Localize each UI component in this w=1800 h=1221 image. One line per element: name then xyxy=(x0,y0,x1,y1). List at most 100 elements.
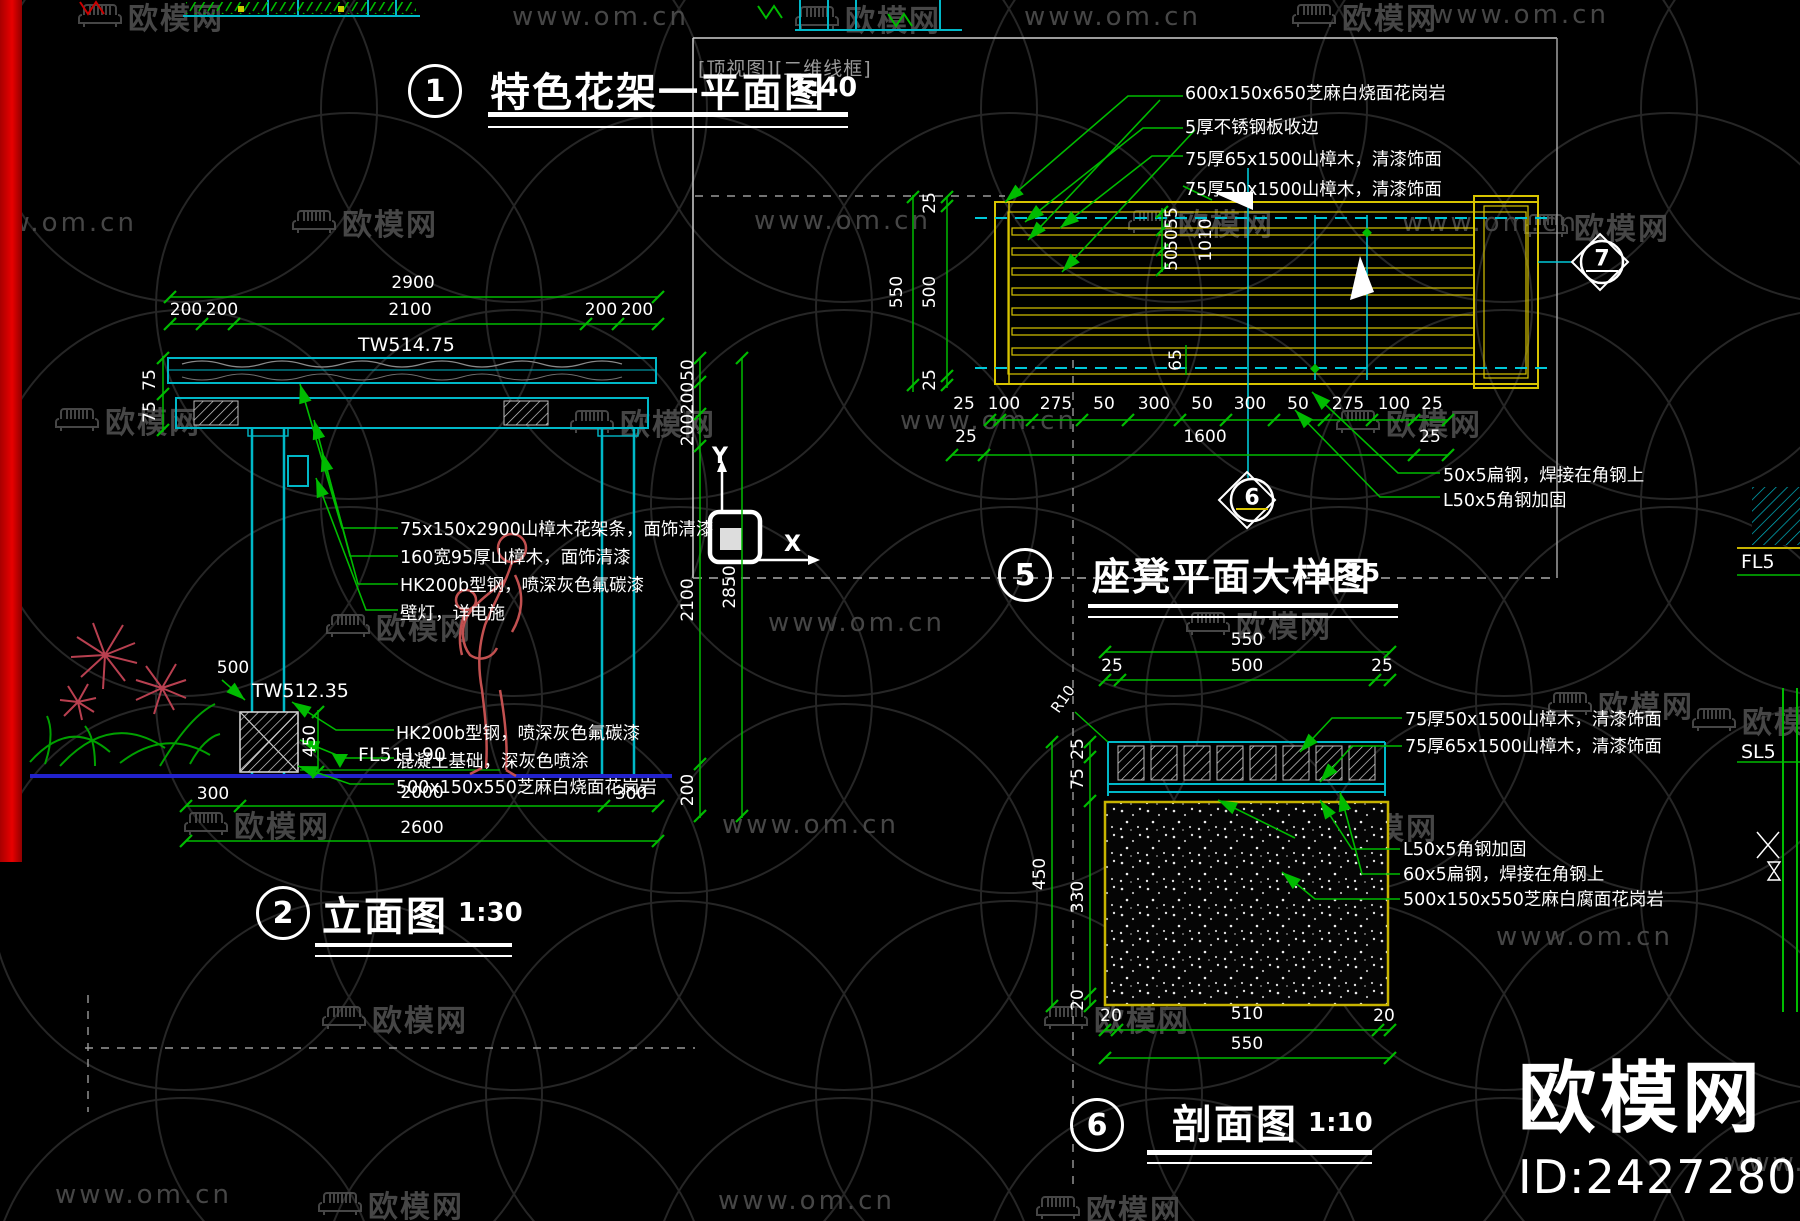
dim-label: 20 xyxy=(1068,989,1088,1011)
elev-note-4: 壁灯，详电施 xyxy=(400,604,505,624)
dim-label: 50 xyxy=(1191,394,1213,414)
sofa-icon xyxy=(1692,708,1736,731)
watermark-brand-text: 欧模网 xyxy=(1178,208,1274,243)
plant-foliage xyxy=(29,703,221,767)
watermark-url-text: www.om.cn xyxy=(768,608,945,638)
watermark-logo: 欧模网 xyxy=(322,996,468,1040)
sofa-icon xyxy=(326,614,370,637)
dim-label: 500 xyxy=(1230,656,1264,676)
dim-label: 300 xyxy=(196,784,230,804)
watermark-brand-text: 欧模网 xyxy=(234,810,330,845)
sofa-icon xyxy=(292,210,336,233)
sofa-icon xyxy=(322,1006,366,1029)
dim-label: 25 xyxy=(1421,394,1443,414)
sofa-icon xyxy=(1036,1196,1080,1219)
watermark-brand-text: 欧模网 xyxy=(1598,690,1694,725)
title-section-underline2 xyxy=(1147,1162,1372,1164)
watermark-url: www.om.cn xyxy=(1024,2,1201,32)
bench-note-6: L50x5角钢加固 xyxy=(1443,491,1567,511)
dim-label: 25 xyxy=(953,394,975,414)
dim-label: 75 xyxy=(1068,768,1088,790)
title-elevation-scale: 1:30 xyxy=(458,898,523,928)
watermark-brand-text: 欧模网 xyxy=(1094,1004,1190,1039)
dim-label: 330 xyxy=(1068,880,1088,914)
title-plan-underline2 xyxy=(488,126,848,128)
dim-label: 50 xyxy=(1093,394,1115,414)
title-section-underline xyxy=(1147,1150,1372,1155)
dim-label: 200 xyxy=(169,300,203,320)
watermark-logo: 欧模网 xyxy=(326,604,472,648)
dim-label: 25 xyxy=(1419,427,1441,447)
watermark-url-text: www.om.cn xyxy=(722,810,899,840)
watermark-url-text: www.om.cn xyxy=(754,206,931,236)
watermark-url-text: www.om.cn xyxy=(718,1186,895,1216)
watermark-url: www.om.cn xyxy=(754,206,931,236)
level-fl: FL511.90 xyxy=(358,744,446,766)
watermark-logo: 欧模网 xyxy=(1336,400,1482,444)
sofa-icon xyxy=(318,1192,362,1215)
axis-x-label: X xyxy=(784,532,801,557)
dim-label: 300 xyxy=(614,784,648,804)
dim-label: 510 xyxy=(1230,1004,1264,1024)
dim-label: 2000 xyxy=(400,783,444,803)
dim-label: 200 xyxy=(678,773,698,807)
dim-label: 2100 xyxy=(388,300,432,320)
detail-marker-7: 7 xyxy=(1594,246,1610,272)
watermark-url-text: www.om.cn xyxy=(1724,1148,1800,1178)
title-plan-scale: 1:40 xyxy=(790,72,858,103)
title-elevation-underline2 xyxy=(315,955,512,957)
section-note-3: L50x5角钢加固 xyxy=(1403,840,1527,860)
dim-label: 200 xyxy=(678,413,698,447)
watermark-logo: 欧模网 xyxy=(292,200,438,244)
dim-label: 25 xyxy=(920,192,940,214)
title-plan-underline xyxy=(488,112,848,117)
sofa-icon xyxy=(570,410,614,433)
elev-note-6: 混凝土基础，深灰色喷涂 xyxy=(396,752,589,772)
watermark-url: www.om.cn xyxy=(718,1186,895,1216)
watermark-logo: 欧模网 xyxy=(1128,200,1274,244)
elev-note-2: 160宽95厚山樟木，面饰清漆 xyxy=(400,548,631,568)
bench-note-1: 600x150x650芝麻白烧面花岗岩 xyxy=(1185,84,1446,104)
plant-flowers xyxy=(59,622,187,721)
watermark-brand-text: 欧模网 xyxy=(105,406,201,441)
watermark-logo: 欧模网 xyxy=(1036,1186,1182,1221)
dim-label: 500 xyxy=(920,275,940,309)
sofa-icon xyxy=(1336,410,1380,433)
dim-label: 2100 xyxy=(678,578,698,622)
sofa-icon xyxy=(55,408,99,431)
figure-outline xyxy=(454,532,528,778)
watermark-logo: 欧模网 xyxy=(1292,0,1438,38)
watermark-brand-text: 欧模网 xyxy=(376,612,472,647)
elev-note-7: 500x150x550芝麻白烧面花岗岩 xyxy=(396,778,657,798)
watermark-url: www.om.cn xyxy=(1496,922,1673,952)
level-tw-top: TW514.75 xyxy=(358,334,455,356)
dim-label: 50 xyxy=(1287,394,1309,414)
watermark-logo: 欧模网 xyxy=(795,0,941,40)
section-note-5: 500x150x550芝麻白腐面花岗岩 xyxy=(1403,890,1664,910)
bench-note-3: 75厚65x1500山樟木，清漆饰面 xyxy=(1185,150,1442,170)
title-elevation-number: 2 xyxy=(256,886,310,940)
bench-note-4: 75厚50x1500山樟木，清漆饰面 xyxy=(1185,180,1442,200)
watermark-brand-text: 欧模网 xyxy=(1742,706,1800,741)
title-section-number: 6 xyxy=(1070,1098,1124,1152)
dim-label: 100 xyxy=(1377,394,1411,414)
level-tw-mid: TW512.35 xyxy=(252,680,349,702)
title-section-text: 剖面图 xyxy=(1172,1102,1298,1148)
watermark-logo: 欧模网 xyxy=(1524,204,1670,248)
dim-label: 2600 xyxy=(400,818,444,838)
detail-marker-6: 6 xyxy=(1244,485,1260,511)
watermark-url-text: www.om.cn xyxy=(0,208,137,238)
dim-label: 55 xyxy=(1162,207,1182,229)
watermark-logo: 欧模网 xyxy=(1044,996,1190,1040)
dim-label: 50 xyxy=(1162,229,1182,251)
section-note-2: 75厚65x1500山樟木，清漆饰面 xyxy=(1405,737,1662,757)
edge-label-fl: FL5 xyxy=(1741,551,1775,573)
sofa-icon xyxy=(1186,612,1230,635)
site-brand-id: ID:2427280 xyxy=(1518,1150,1798,1204)
dim-label: 550 xyxy=(1230,630,1264,650)
dim-label: 25 xyxy=(1371,656,1393,676)
watermark-url-text: www.om.cn xyxy=(1432,0,1609,30)
dim-label: 300 xyxy=(1137,394,1171,414)
